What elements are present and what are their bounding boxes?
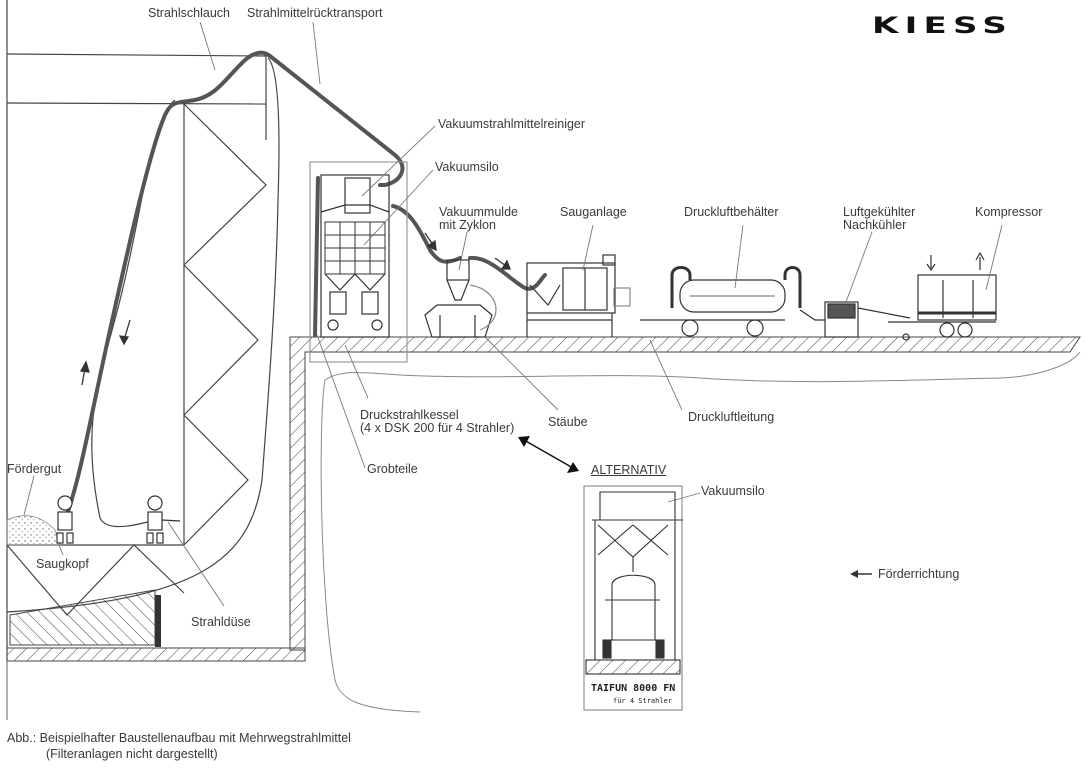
label-conveying-direction: Förderrichtung — [878, 567, 960, 581]
caption-line1: Abb.: Beispielhafter Baustellenaufbau mi… — [7, 731, 351, 745]
alternative-unit-box — [583, 485, 683, 711]
suction-plant — [526, 254, 631, 337]
label-dusts: Stäube — [548, 415, 588, 429]
compressor-trailer — [888, 251, 997, 341]
label-pressure-blast-vessel-line1: Druckstrahlkessel — [360, 408, 459, 422]
compressed-air-tank-trailer — [640, 266, 825, 337]
label-media-return-transport: Strahlmittelrücktransport — [247, 6, 383, 20]
label-conveyed-material: Fördergut — [7, 462, 62, 476]
alternative-arrow — [518, 436, 579, 473]
label-blast-nozzle: Strahldüse — [191, 615, 251, 629]
conveying-direction-arrow-icon — [850, 570, 872, 578]
label-suction-plant: Sauganlage — [560, 205, 627, 219]
blast-hose — [63, 50, 547, 522]
kiess-logo: KIESS — [872, 14, 1014, 39]
label-blast-hose: Strahlschlauch — [148, 6, 230, 20]
caption-line2: (Filteranlagen nicht dargestellt) — [46, 747, 218, 761]
label-vacuum-silo: Vakuumsilo — [435, 160, 499, 174]
ground-slab — [6, 336, 1081, 720]
label-coarse-particles: Grobteile — [367, 462, 418, 476]
alt-unit-model: TAIFUN 8000 FN — [591, 683, 676, 694]
flow-arrows — [79, 232, 511, 386]
label-compressor: Kompressor — [975, 205, 1043, 219]
label-vacuum-skip-line1: Vakuummulde — [439, 205, 518, 219]
label-alt-vacuum-silo: Vakuumsilo — [701, 484, 765, 498]
conveyed-material-pile — [6, 515, 61, 546]
vacuum-skip-cyclone — [424, 259, 497, 338]
leader-lines — [23, 21, 1003, 607]
label-compressed-air-line: Druckluftleitung — [688, 410, 775, 424]
label-vacuum-media-cleaner: Vakuumstrahlmittelreiniger — [438, 117, 586, 131]
label-vacuum-skip-line2: mit Zyklon — [439, 218, 496, 232]
worker-blasting — [146, 495, 181, 544]
vacuum-media-cleaner-unit — [309, 161, 408, 363]
worker-suction — [56, 495, 74, 544]
label-suction-head: Saugkopf — [36, 557, 89, 571]
label-aftercooler-line1: Luftgekühlter — [843, 205, 916, 219]
label-alternative: ALTERNATIV — [591, 463, 667, 477]
label-aftercooler-line2: Nachkühler — [843, 218, 907, 232]
air-cooled-aftercooler — [824, 301, 911, 338]
label-pressure-blast-vessel-line2: (4 x DSK 200 für 4 Strahler) — [360, 421, 515, 435]
figure-caption: Abb.: Beispielhafter Baustellenaufbau mi… — [7, 730, 351, 762]
alt-unit-subtitle: für 4 Strahler — [613, 697, 673, 705]
label-compressed-air-tank: Druckluftbehälter — [684, 205, 779, 219]
